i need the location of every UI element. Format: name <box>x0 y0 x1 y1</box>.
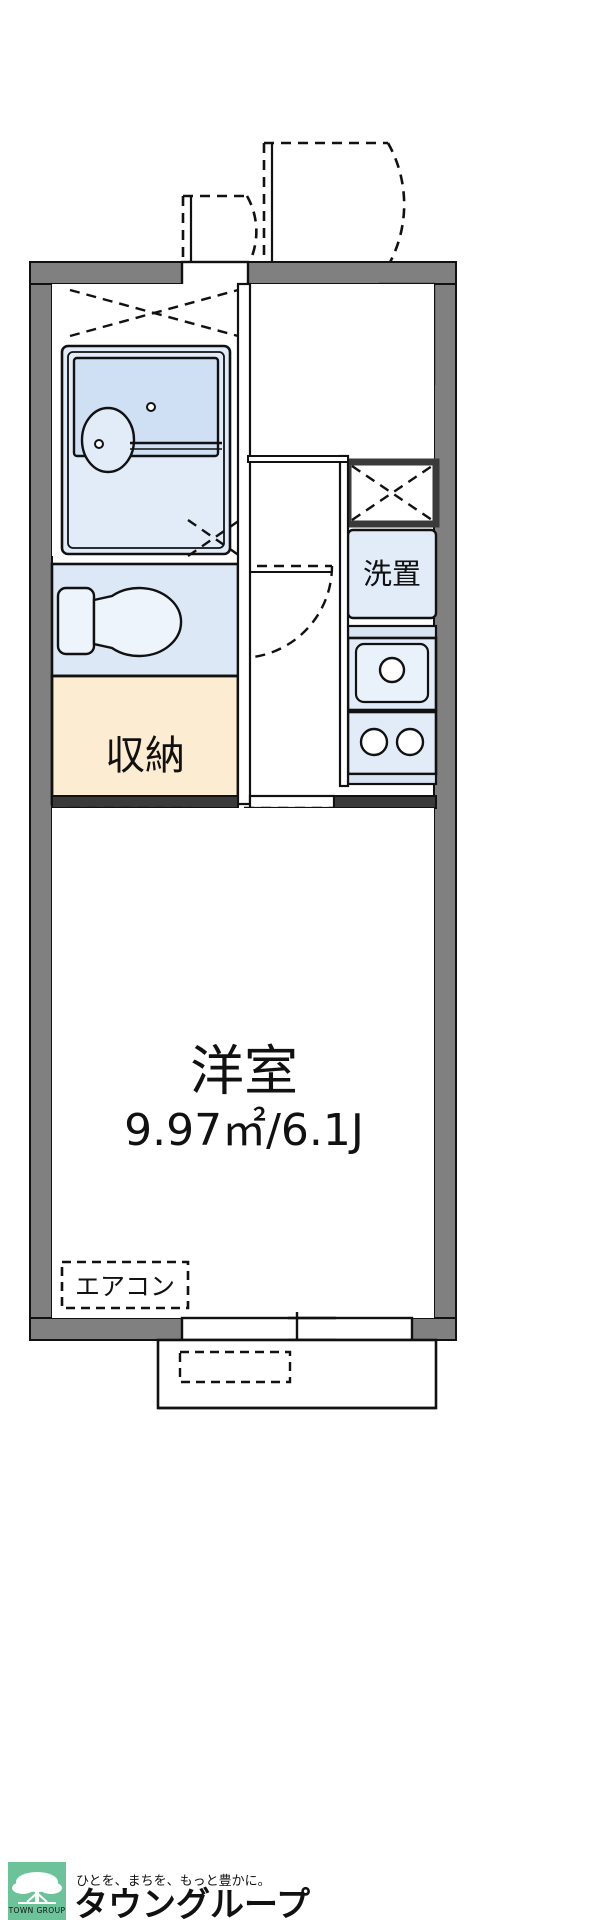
balcony-window <box>156 1312 438 1410</box>
aircon-label: エアコン <box>75 1272 175 1301</box>
brand-badge-text: TOWN GROUP <box>8 1906 66 1915</box>
balcony-drain <box>178 1350 292 1384</box>
unit-bath-room <box>52 284 238 556</box>
exterior-door-leaf-solid <box>189 143 274 268</box>
brand-tagline: ひとを、まちを、もっと豊かに。 <box>76 1874 271 1889</box>
toilet-door <box>239 564 334 660</box>
main-room-area-label: 9.97㎡/6.1J <box>124 1105 364 1156</box>
main-room-label: 洋室 <box>190 1040 298 1103</box>
toilet-room <box>50 562 240 678</box>
washer-space-area <box>344 458 440 620</box>
kitchen-counter <box>346 624 438 786</box>
unit-bath-door <box>69 288 241 557</box>
brand-logo: TOWN GROUP <box>8 1862 66 1920</box>
interior-walls <box>51 282 437 810</box>
washer-space-label: 洗置 <box>363 557 421 591</box>
tree-icon <box>12 1872 62 1904</box>
stove-burner-right <box>395 727 425 757</box>
brand-company-name: タウングループ <box>74 1885 310 1920</box>
aircon-box <box>60 1260 190 1310</box>
exterior-door-swings <box>181 141 406 268</box>
sink-drain <box>378 656 406 684</box>
closet-room <box>50 674 240 806</box>
main-room-area <box>52 808 434 1318</box>
stove-burner-left <box>359 727 389 757</box>
closet-label: 収納 <box>105 733 185 779</box>
